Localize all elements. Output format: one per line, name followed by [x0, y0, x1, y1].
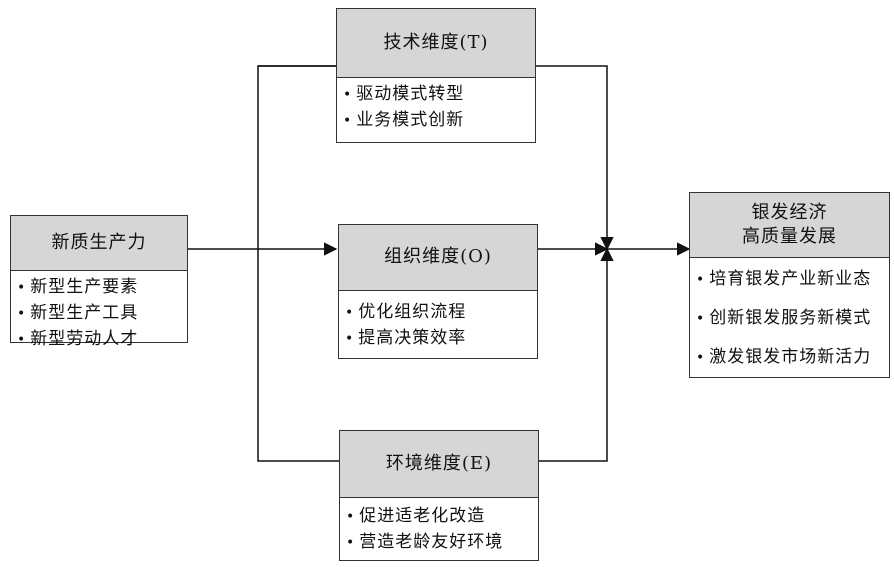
- environment-item-list: 促进适老化改造 营造老龄友好环境: [340, 498, 538, 556]
- target-item-list: 培育银发产业新业态 创新银发服务新模式 激发银发市场新活力: [690, 258, 889, 377]
- organization-item-list: 优化组织流程 提高决策效率: [339, 291, 537, 352]
- technology-dimension-title: 技术维度(T): [337, 9, 535, 78]
- list-item: 营造老龄友好环境: [346, 530, 538, 556]
- list-item: 业务模式创新: [343, 108, 535, 134]
- list-item: 新型生产工具: [17, 301, 187, 327]
- list-item: 新型生产要素: [17, 275, 187, 301]
- target-title-line1: 银发经济: [751, 201, 828, 223]
- target-title-line2: 高质量发展: [742, 226, 837, 247]
- target-box: 银发经济 高质量发展 培育银发产业新业态 创新银发服务新模式 激发银发市场新活力: [689, 192, 890, 378]
- target-title: 银发经济 高质量发展: [690, 193, 889, 258]
- list-item: 促进适老化改造: [346, 504, 538, 530]
- organization-dimension-title: 组织维度(O): [339, 225, 537, 291]
- list-item: 驱动模式转型: [343, 82, 535, 108]
- technology-item-list: 驱动模式转型 业务模式创新: [337, 78, 535, 134]
- technology-dimension-box: 技术维度(T) 驱动模式转型 业务模式创新: [336, 8, 536, 143]
- list-item: 培育银发产业新业态: [696, 260, 889, 299]
- source-item-list: 新型生产要素 新型生产工具 新型劳动人才: [11, 271, 187, 353]
- list-item: 新型劳动人才: [17, 327, 187, 353]
- list-item: 优化组织流程: [345, 300, 537, 326]
- list-item: 激发银发市场新活力: [696, 338, 889, 377]
- list-item: 创新银发服务新模式: [696, 299, 889, 338]
- source-title: 新质生产力: [11, 216, 187, 271]
- source-box: 新质生产力 新型生产要素 新型生产工具 新型劳动人才: [10, 215, 188, 349]
- environment-to-merge-line: [539, 247, 614, 462]
- organization-dimension-box: 组织维度(O) 优化组织流程 提高决策效率: [338, 224, 538, 359]
- list-item: 提高决策效率: [345, 326, 537, 352]
- environment-dimension-title: 环境维度(E): [340, 431, 538, 498]
- technology-to-merge-line: [536, 65, 614, 251]
- environment-dimension-box: 环境维度(E) 促进适老化改造 营造老龄友好环境: [339, 430, 539, 561]
- branch-trunk-line: [257, 65, 339, 462]
